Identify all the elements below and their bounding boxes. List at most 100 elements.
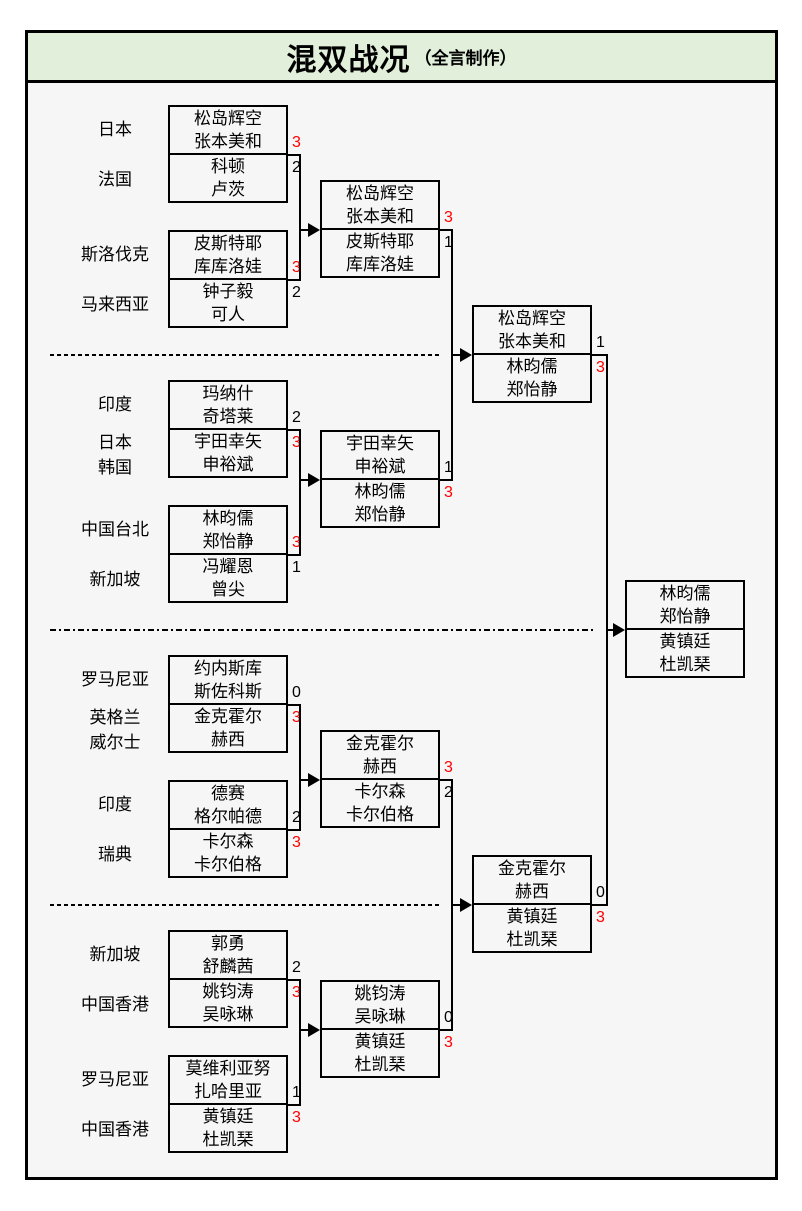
team-box: 金克霍尔赫西 [168,703,288,753]
connector-line [286,279,301,281]
player-name: 钟子毅 [202,282,254,301]
country-name: 法国 [98,170,132,189]
team-box: 林昀儒郑怡静 [168,505,288,555]
player-name: 张本美和 [498,332,566,351]
country-name: 马来西亚 [81,295,149,314]
score: 3 [292,434,301,451]
r1-match-3: 玛纳什奇塔莱 宇田幸矢申裕斌 [168,380,288,478]
player-name: 郑怡静 [202,532,254,551]
score: 0 [596,884,605,901]
arrow-icon [460,898,472,912]
player-name: 舒麟茜 [202,957,254,976]
player-name: 郑怡静 [354,505,406,524]
title-credit: （全言制作） [414,49,517,68]
score: 2 [292,959,301,976]
team-box: 冯耀恩曾尖 [168,553,288,603]
connector-line [286,1104,301,1106]
score: 3 [596,909,605,926]
country-name: 威尔士 [89,733,141,752]
r1-match-1: 松岛辉空张本美和 科顿卢茨 [168,105,288,203]
connector-line [590,354,608,356]
country-name: 罗马尼亚 [81,670,149,689]
team-box: 林昀儒郑怡静 [625,580,745,630]
connector-line [286,554,301,556]
connector-line [286,429,301,431]
player-name: 姚钧涛 [202,982,254,1001]
score: 1 [444,459,453,476]
player-name: 德赛 [211,784,245,803]
country-label: 新加坡 [50,568,180,592]
separator-dotted-bottom [50,904,440,906]
player-name: 郑怡静 [506,380,558,399]
r2-match-4: 姚钧涛吴咏琳 黄镇廷杜凯琹 [320,980,440,1078]
player-name: 扎哈里亚 [194,1082,262,1101]
score: 3 [444,759,453,776]
separator-dotted-top [50,354,440,356]
country-name: 罗马尼亚 [81,1070,149,1089]
team-box: 钟子毅可人 [168,278,288,328]
arrow-icon [460,348,472,362]
player-name: 吴咏琳 [354,1007,406,1026]
arrow-icon [308,223,320,237]
score: 3 [292,134,301,151]
player-name: 卢茨 [211,180,245,199]
country-label: 斯洛伐克 [50,243,180,267]
final-match: 林昀儒郑怡静 黄镇廷杜凯琹 [625,580,745,678]
country-label: 中国香港 [50,1118,180,1142]
team-box: 宇田幸矢申裕斌 [320,430,440,480]
arrow-icon [308,1023,320,1037]
player-name: 赫西 [211,730,245,749]
player-name: 约内斯库 [194,659,262,678]
score: 1 [596,334,605,351]
player-name: 库库洛娃 [194,257,262,276]
team-box: 科顿卢茨 [168,153,288,203]
country-name: 瑞典 [98,845,132,864]
r2-match-3: 金克霍尔赫西 卡尔森卡尔伯格 [320,730,440,828]
connector-line [299,704,301,831]
player-name: 松岛辉空 [346,184,414,203]
team-box: 姚钧涛吴咏琳 [320,980,440,1030]
player-name: 金克霍尔 [498,859,566,878]
country-name: 新加坡 [89,945,141,964]
player-name: 林昀儒 [659,584,711,603]
country-label: 瑞典 [50,843,180,867]
connector-line [607,629,617,631]
team-box: 莫维利亚努扎哈里亚 [168,1055,288,1105]
connector-line [286,979,301,981]
score: 2 [292,409,301,426]
country-name: 日本 [98,433,132,452]
connector-line [286,154,301,156]
connector-line [438,479,453,481]
country-label: 罗马尼亚 [50,1068,180,1092]
country-label: 印度 [50,793,180,817]
player-name: 郭勇 [211,934,245,953]
connector-line [438,1029,453,1031]
player-name: 林昀儒 [202,509,254,528]
player-name: 张本美和 [346,207,414,226]
team-box: 松岛辉空张本美和 [320,180,440,230]
country-name: 斯洛伐克 [81,245,149,264]
score: 1 [292,1084,301,1101]
score: 3 [292,709,301,726]
player-name: 申裕斌 [354,457,406,476]
country-label: 中国香港 [50,993,180,1017]
team-box: 黄镇廷杜凯琹 [320,1028,440,1078]
separator-dashdot-middle [50,629,593,631]
score: 3 [596,359,605,376]
player-name: 黄镇廷 [659,632,711,651]
team-box: 宇田幸矢申裕斌 [168,428,288,478]
score: 0 [444,1009,453,1026]
score: 1 [444,234,453,251]
team-box: 黄镇廷杜凯琹 [625,628,745,678]
player-name: 卡尔伯格 [194,855,262,874]
score: 2 [444,784,453,801]
player-name: 曾尖 [211,580,245,599]
player-name: 林昀儒 [506,357,558,376]
country-label: 新加坡 [50,943,180,967]
country-name: 新加坡 [89,570,141,589]
player-name: 科顿 [211,157,245,176]
player-name: 赫西 [363,757,397,776]
player-name: 皮斯特耶 [194,234,262,253]
arrow-icon [613,623,625,637]
